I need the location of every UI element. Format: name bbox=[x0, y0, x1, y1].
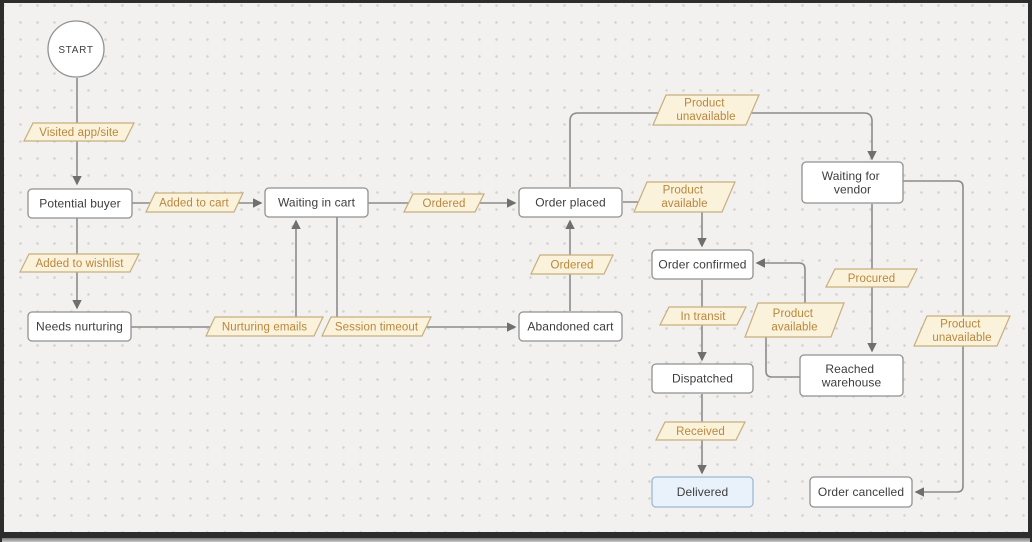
label-product-unavailable-top-text: Product unavailable bbox=[676, 98, 735, 124]
edge-waiting-in-cart-to-abandoned-cart bbox=[336, 217, 517, 332]
node-order-confirmed: Order confirmed bbox=[651, 249, 754, 280]
label-visited-app-site-text: Visited app/site bbox=[39, 127, 118, 139]
node-potential-buyer: Potential buyer bbox=[27, 188, 133, 219]
label-added-to-cart-text: Added to cart bbox=[159, 198, 229, 210]
diagram-canvas: Visited app/site Added to cart Ordered A… bbox=[4, 3, 1028, 532]
flowchart-svg: Visited app/site Added to cart Ordered A… bbox=[19, 20, 1011, 508]
label-product-available-from-warehouse: Product available bbox=[744, 302, 845, 338]
node-order-confirmed-label: Order confirmed bbox=[658, 258, 746, 272]
node-waiting-in-cart-label: Waiting in cart bbox=[278, 196, 356, 210]
label-session-timeout-text: Session timeout bbox=[335, 322, 419, 334]
label-product-available-to-confirm: Product available bbox=[633, 181, 736, 213]
node-order-placed: Order placed bbox=[518, 187, 623, 218]
label-received: Received bbox=[655, 421, 746, 441]
frame-bottom-shadow bbox=[2, 538, 1030, 542]
node-start: START bbox=[47, 20, 105, 78]
label-product-unavailable-to-cancel: Product unavailable bbox=[913, 315, 1011, 347]
label-in-transit: In transit bbox=[659, 306, 747, 326]
label-received-text: Received bbox=[676, 426, 725, 438]
label-in-transit-text: In transit bbox=[680, 311, 726, 323]
node-order-placed-label: Order placed bbox=[535, 196, 606, 210]
label-ordered-from-cart-text: Ordered bbox=[423, 198, 466, 210]
node-dispatched-label: Dispatched bbox=[672, 372, 733, 386]
node-reached-warehouse-label: Reached warehouse bbox=[821, 362, 882, 390]
node-abandoned-cart-label: Abandoned cart bbox=[527, 320, 614, 334]
node-abandoned-cart: Abandoned cart bbox=[518, 311, 623, 342]
label-ordered-from-cart: Ordered bbox=[403, 193, 485, 213]
node-waiting-in-cart: Waiting in cart bbox=[264, 187, 369, 218]
node-delivered-label: Delivered bbox=[677, 485, 729, 499]
node-start-label: START bbox=[58, 45, 93, 56]
label-product-available-from-warehouse-text: Product available bbox=[771, 308, 817, 334]
label-visited-app-site: Visited app/site bbox=[23, 122, 135, 142]
label-procured: Procured bbox=[825, 268, 918, 288]
label-ordered-from-abandoned-text: Ordered bbox=[551, 260, 594, 272]
label-nurturing-emails: Nurturing emails bbox=[205, 316, 324, 337]
node-needs-nurturing: Needs nurturing bbox=[27, 311, 132, 342]
label-added-to-wishlist: Added to wishlist bbox=[19, 253, 140, 273]
label-session-timeout: Session timeout bbox=[321, 316, 432, 337]
nodes: START Potential buyer Waiting in cart Or… bbox=[27, 20, 913, 508]
node-delivered: Delivered bbox=[651, 476, 754, 508]
node-needs-nurturing-label: Needs nurturing bbox=[36, 320, 123, 334]
node-reached-warehouse: Reached warehouse bbox=[799, 354, 904, 397]
label-product-unavailable-to-cancel-text: Product unavailable bbox=[932, 319, 991, 345]
label-added-to-cart: Added to cart bbox=[145, 192, 244, 213]
label-ordered-from-abandoned: Ordered bbox=[530, 254, 614, 275]
edge-needs-nurturing-to-waiting-in-cart bbox=[131, 219, 301, 328]
label-product-unavailable-top: Product unavailable bbox=[652, 94, 760, 126]
node-waiting-for-vendor-label: Waiting for vendor bbox=[822, 169, 883, 197]
label-nurturing-emails-text: Nurturing emails bbox=[222, 322, 307, 334]
node-waiting-for-vendor: Waiting for vendor bbox=[801, 161, 904, 204]
label-product-available-to-confirm-text: Product available bbox=[661, 185, 707, 211]
node-order-cancelled: Order cancelled bbox=[809, 476, 913, 508]
node-order-cancelled-label: Order cancelled bbox=[818, 485, 904, 499]
edge-labels: Visited app/site Added to cart Ordered A… bbox=[19, 94, 1011, 441]
node-dispatched: Dispatched bbox=[651, 363, 754, 394]
node-potential-buyer-label: Potential buyer bbox=[39, 197, 121, 211]
label-added-to-wishlist-text: Added to wishlist bbox=[36, 258, 125, 270]
label-procured-text: Procured bbox=[848, 273, 895, 285]
